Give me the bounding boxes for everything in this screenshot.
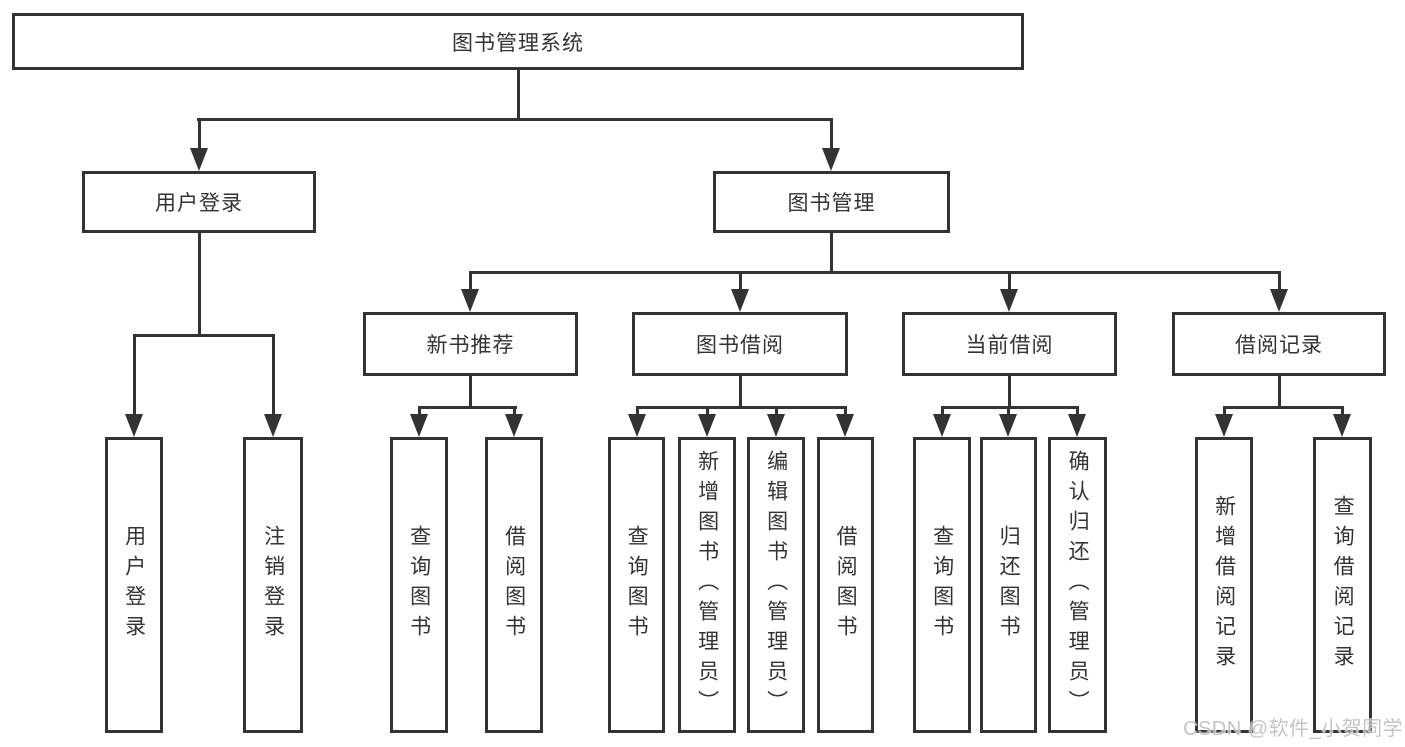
connector-vline <box>1223 406 1226 416</box>
leaf-add-borrow-record: 新增借阅记录 <box>1195 437 1253 733</box>
connector-vline <box>739 376 742 409</box>
arrow-down-icon <box>628 414 646 437</box>
arrow-down-icon <box>767 414 785 437</box>
arrow-down-icon <box>1270 289 1288 312</box>
node-borrowing-records: 借阅记录 <box>1172 312 1386 376</box>
node-book-borrowing-label: 图书借阅 <box>696 334 784 357</box>
connector-hline <box>197 118 833 121</box>
arrow-down-icon <box>1215 414 1233 437</box>
node-new-book-recommend-label: 新书推荐 <box>426 334 515 357</box>
connector-vline <box>198 118 201 150</box>
leaf-user-login-label: 用户登录 <box>122 525 146 645</box>
leaf-logout: 注销登录 <box>243 437 303 733</box>
leaf-add-borrow-record-label: 新增借阅记录 <box>1212 495 1236 675</box>
arrow-down-icon <box>125 414 143 437</box>
arrow-down-icon <box>190 148 208 171</box>
connector-vline <box>1278 271 1281 291</box>
node-root: 图书管理系统 <box>12 13 1024 70</box>
connector-vline <box>198 233 201 337</box>
connector-vline <box>418 406 421 416</box>
node-current-borrowing: 当前借阅 <box>902 312 1117 376</box>
leaf-borrow-books-borrowing-label: 借阅图书 <box>834 525 858 645</box>
connector-vline <box>1007 406 1010 416</box>
leaf-user-login: 用户登录 <box>105 437 163 733</box>
leaf-add-book-admin-label: 新增图书（管理员） <box>695 450 719 720</box>
leaf-query-books-borrowing-label: 查询图书 <box>625 525 649 645</box>
node-borrowing-records-label: 借阅记录 <box>1235 334 1323 357</box>
leaf-query-borrow-record-label: 查询借阅记录 <box>1331 495 1355 675</box>
connector-hline <box>418 406 517 409</box>
node-user-login: 用户登录 <box>82 171 316 233</box>
leaf-borrow-books-recommend: 借阅图书 <box>485 437 543 733</box>
connector-vline <box>844 406 847 416</box>
connector-vline <box>133 334 136 418</box>
arrow-down-icon <box>461 289 479 312</box>
connector-hline <box>941 406 1079 409</box>
leaf-add-book-admin: 新增图书（管理员） <box>678 437 736 733</box>
arrow-down-icon <box>836 414 854 437</box>
connector-vline <box>272 334 275 418</box>
node-user-login-label: 用户登录 <box>155 192 243 215</box>
leaf-edit-book-admin: 编辑图书（管理员） <box>747 437 805 733</box>
connector-vline <box>830 233 833 274</box>
arrow-down-icon <box>264 414 282 437</box>
node-root-label: 图书管理系统 <box>452 31 584 55</box>
arrow-down-icon <box>1068 414 1086 437</box>
arrow-down-icon <box>698 414 716 437</box>
connector-vline <box>469 376 472 409</box>
leaf-confirm-return-admin: 确认归还（管理员） <box>1048 437 1107 733</box>
node-book-borrowing: 图书借阅 <box>632 312 848 376</box>
leaf-confirm-return-admin-label: 确认归还（管理员） <box>1066 450 1090 720</box>
connector-vline <box>636 406 639 416</box>
connector-vline <box>941 406 944 416</box>
leaf-logout-label: 注销登录 <box>261 525 285 645</box>
connector-hline <box>636 406 847 409</box>
connector-vline <box>1008 271 1011 291</box>
leaf-query-books-recommend-label: 查询图书 <box>407 525 431 645</box>
arrow-down-icon <box>933 414 951 437</box>
connector-hline <box>133 334 275 337</box>
connector-vline <box>517 70 520 119</box>
leaf-query-books-borrowing: 查询图书 <box>608 437 665 733</box>
arrow-down-icon <box>410 414 428 437</box>
leaf-query-books-current: 查询图书 <box>913 437 971 733</box>
leaf-query-borrow-record: 查询借阅记录 <box>1313 437 1372 733</box>
connector-hline <box>1223 406 1344 409</box>
leaf-borrow-books-recommend-label: 借阅图书 <box>502 525 526 645</box>
connector-vline <box>830 118 833 150</box>
leaf-borrow-books-borrowing: 借阅图书 <box>817 437 874 733</box>
node-current-borrowing-label: 当前借阅 <box>965 334 1054 357</box>
arrow-down-icon <box>1333 414 1351 437</box>
arrow-down-icon <box>999 414 1017 437</box>
leaf-return-books: 归还图书 <box>980 437 1037 733</box>
arrow-down-icon <box>1000 289 1018 312</box>
connector-hline <box>469 271 1281 274</box>
connector-vline <box>1076 406 1079 416</box>
arrow-down-icon <box>505 414 523 437</box>
arrow-down-icon <box>822 148 840 171</box>
connector-vline <box>1278 376 1281 409</box>
leaf-return-books-label: 归还图书 <box>997 525 1021 645</box>
connector-vline <box>706 406 709 416</box>
leaf-edit-book-admin-label: 编辑图书（管理员） <box>764 450 788 720</box>
connector-vline <box>1341 406 1344 416</box>
connector-vline <box>775 406 778 416</box>
node-book-management: 图书管理 <box>713 171 950 233</box>
connector-vline <box>469 271 472 291</box>
connector-vline <box>739 271 742 291</box>
arrow-down-icon <box>731 289 749 312</box>
leaf-query-books-recommend: 查询图书 <box>390 437 448 733</box>
watermark: CSDN @软件_小贺同学 <box>1183 718 1404 740</box>
node-book-management-label: 图书管理 <box>787 192 876 215</box>
leaf-query-books-current-label: 查询图书 <box>930 525 954 645</box>
connector-vline <box>513 406 516 416</box>
connector-vline <box>1008 376 1011 409</box>
node-new-book-recommend: 新书推荐 <box>363 312 578 376</box>
